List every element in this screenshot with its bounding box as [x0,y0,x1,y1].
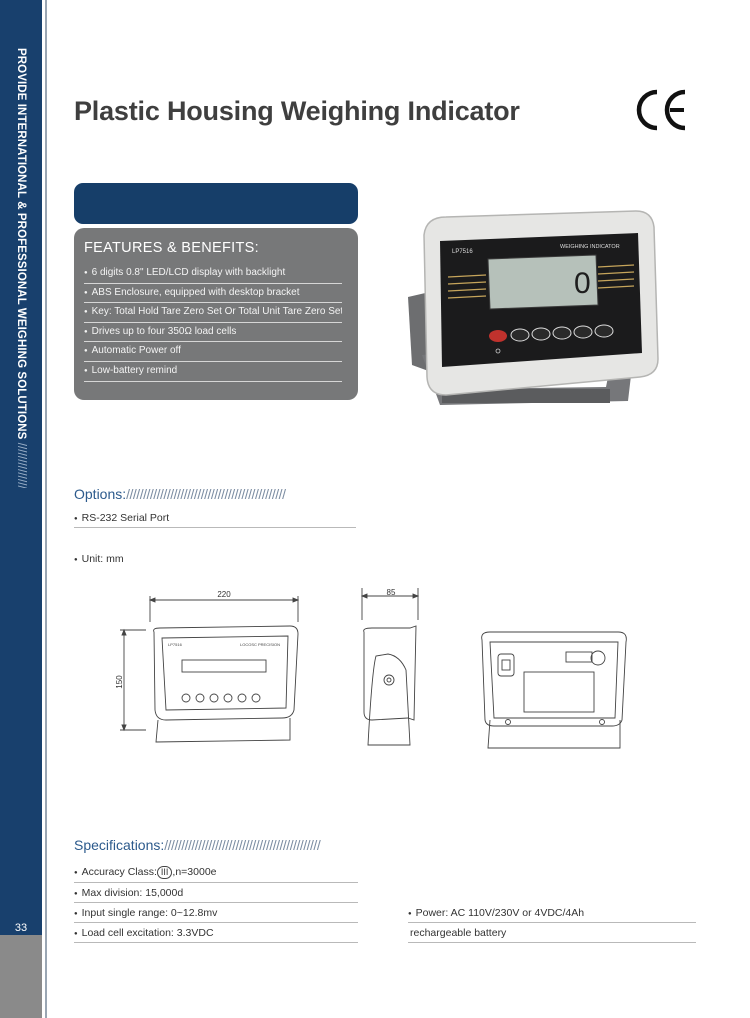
spec-rule [74,922,358,923]
spec-rule [408,942,696,943]
page-title: Plastic Housing Weighing Indicator [74,96,520,126]
features-list: 6 digits 0.8" LED/LCD display with backl… [84,264,342,382]
page-number: 33 [14,922,28,934]
options-title: Options:////////////////////////////////… [74,486,286,502]
spec-rule [408,922,696,923]
dim-width-label: 220 [217,590,231,599]
weighing-indicator-image: LP7516 WEIGHING INDICATOR 0 [408,210,659,405]
front-model-label: LP7516 [168,642,183,647]
accuracy-class-badge: III [156,866,173,879]
feature-item: Automatic Power off [84,342,342,362]
front-brand-label: LOCOSC PRECISION [240,642,280,647]
unit-note: Unit: mm [74,553,124,565]
spec-power-cont: rechargeable battery [410,927,507,939]
side-view-drawing [360,588,420,746]
spec-rule [74,902,358,903]
option-item: RS-232 Serial Port [74,512,170,524]
header-bar [74,183,358,224]
side-band-divider [45,0,47,1018]
back-view-drawing [481,631,627,749]
features-title: FEATURES & BENEFITS: [84,240,259,256]
key-total [510,328,530,342]
spec-item: Max division: 15,000d [74,887,184,899]
side-band-footer [0,935,42,1018]
spec-power: Power: AC 110V/230V or 4VDC/4Ah [408,907,584,919]
spec-accuracy: Accuracy Class:III,n=3000e [74,866,217,879]
ce-mark [636,89,686,131]
spec-rule [74,882,358,883]
key-on-off [489,330,507,342]
spec-rule [74,942,358,943]
key-zero [573,325,593,339]
device-panel-title: WEIGHING INDICATOR [560,244,620,250]
front-view-drawing [120,596,300,743]
side-band-text: PROVIDE INTERNATIONAL & PROFESSIONAL WEI… [15,48,27,488]
feature-item: 6 digits 0.8" LED/LCD display with backl… [84,264,342,284]
dim-height-label: 150 [115,675,124,689]
device-display-value: 0 [574,267,591,300]
options-rule [74,527,356,528]
dimension-drawings: 220 150 LP7516 LOCOSC PRECISION 85 [115,588,627,749]
feature-item: ABS Enclosure, equipped with desktop bra… [84,284,342,304]
dim-depth-label: 85 [387,588,396,597]
spec-item: Load cell excitation: 3.3VDC [74,927,214,939]
feature-item: Key: Total Hold Tare Zero Set Or Total U… [84,303,342,323]
spec-item: Input single range: 0~12.8mv [74,907,218,919]
key-hold [531,327,551,341]
specifications-title: Specifications://///////////////////////… [74,837,321,853]
feature-item: Drives up to four 350Ω load cells [84,323,342,343]
device-model: LP7516 [452,249,473,255]
side-band: PROVIDE INTERNATIONAL & PROFESSIONAL WEI… [0,0,42,1018]
key-set [594,324,614,338]
key-tare [552,326,572,340]
feature-item: Low-battery remind [84,362,342,382]
